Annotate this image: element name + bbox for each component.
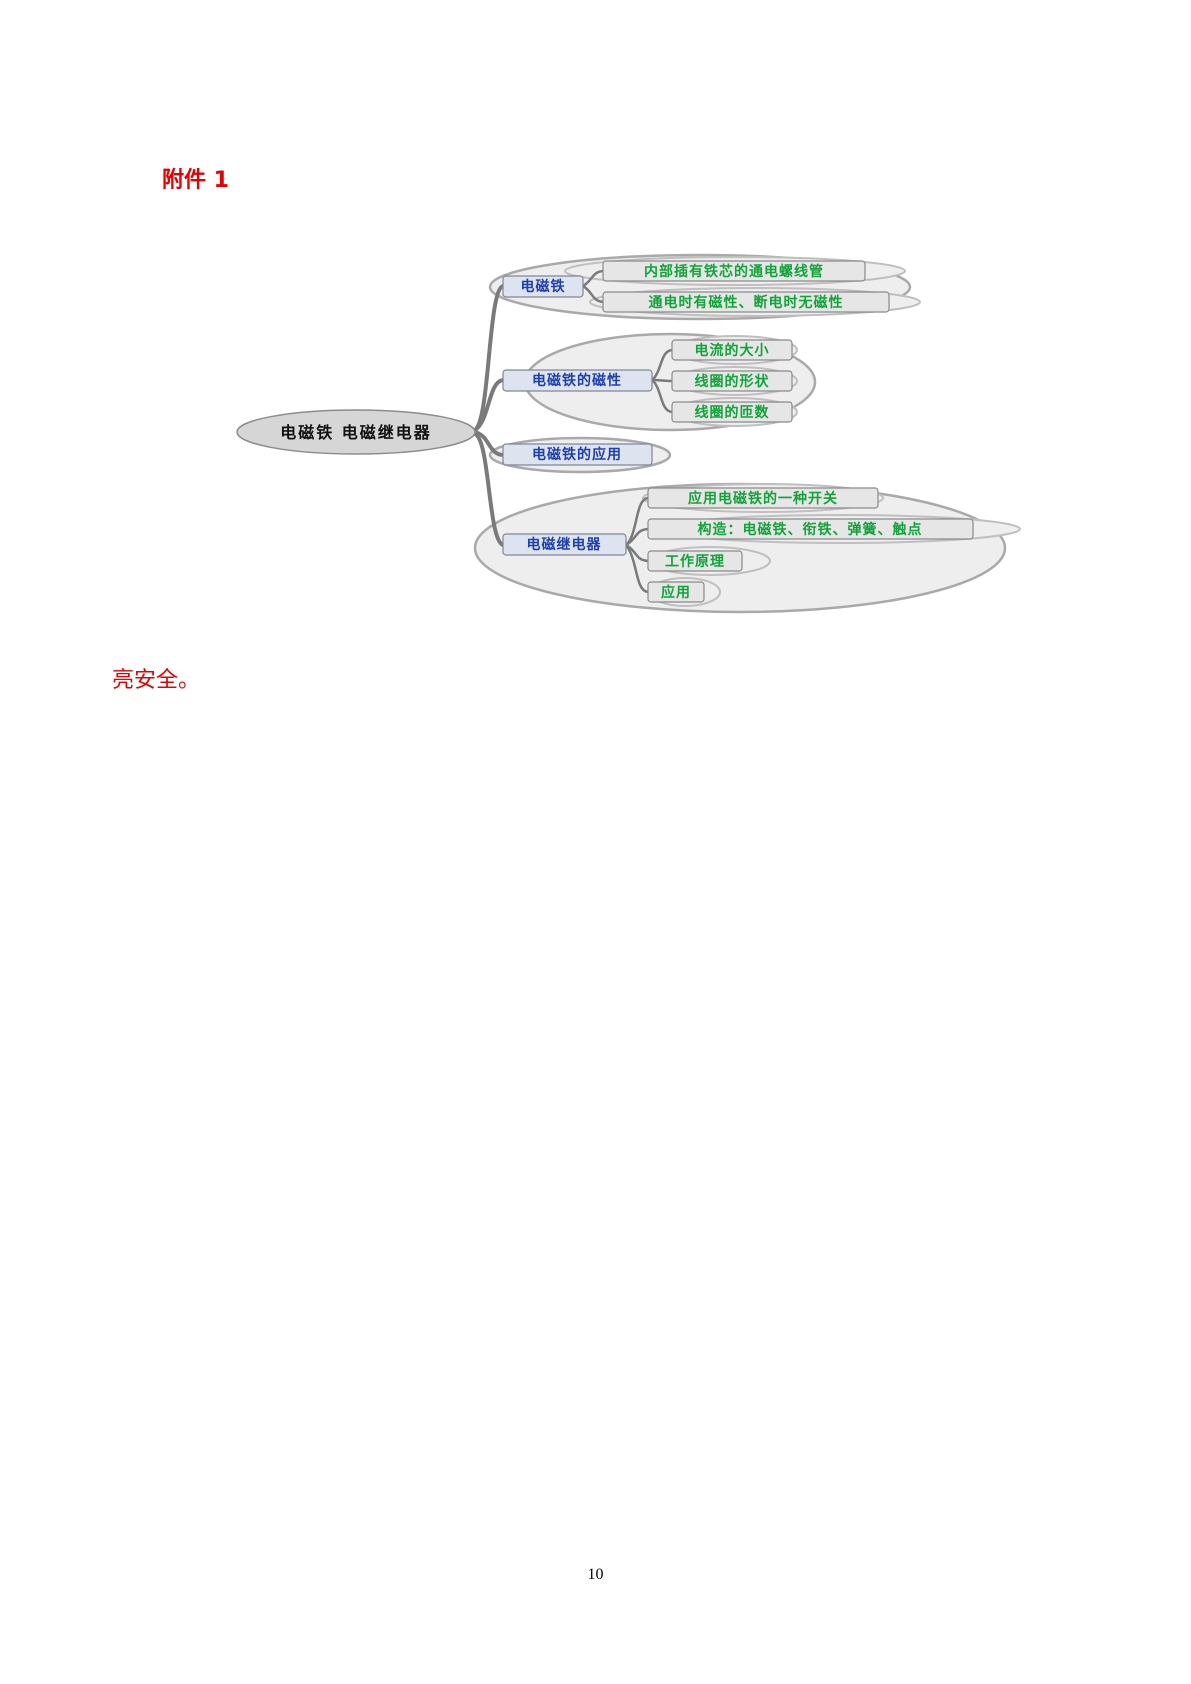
leaf-node: 构造：电磁铁、衔铁、弹簧、触点: [647, 518, 974, 540]
leaf-connectors: [581, 269, 674, 594]
leaf-label: 应用: [661, 584, 691, 601]
leaf-label: 应用电磁铁的一种开关: [688, 490, 838, 507]
leaf-label: 线圈的匝数: [695, 404, 770, 421]
leaf-label: 电流的大小: [695, 342, 770, 359]
branch-label: 电磁铁的应用: [532, 446, 622, 463]
branch-node-relay: 电磁继电器: [502, 533, 627, 556]
body-text-fragment: 亮安全。: [112, 668, 201, 693]
leaf-node: 线圈的匝数: [671, 401, 793, 423]
leaf-label: 通电时有磁性、断电时无磁性: [649, 294, 844, 311]
leaf-node: 内部插有铁芯的通电螺线管: [602, 260, 866, 282]
branch-label: 电磁铁: [521, 278, 566, 295]
branch-node-application: 电磁铁的应用: [502, 443, 653, 466]
root-label: 电磁铁 电磁继电器: [280, 423, 432, 442]
mind-map: 电磁铁 电磁继电器 电磁铁 电磁铁的磁性 电磁铁的应用 电磁继电器 内部插有铁芯…: [236, 253, 1021, 614]
branch-label: 电磁继电器: [527, 536, 602, 553]
leaf-node: 工作原理: [647, 550, 743, 572]
attachment-heading: 附件 1: [162, 168, 229, 193]
branch-node-electromagnet: 电磁铁: [502, 275, 584, 298]
leaf-node: 应用: [647, 581, 705, 603]
leaf-node: 通电时有磁性、断电时无磁性: [602, 291, 890, 313]
leaf-node: 应用电磁铁的一种开关: [647, 487, 879, 509]
leaf-label: 构造：电磁铁、衔铁、弹簧、触点: [698, 521, 923, 538]
leaf-label: 工作原理: [665, 553, 725, 570]
page-number: 10: [587, 1566, 604, 1583]
branch-node-magnetism: 电磁铁的磁性: [502, 369, 653, 392]
root-connectors: [473, 284, 505, 547]
leaf-label: 线圈的形状: [695, 373, 770, 390]
leaf-node: 电流的大小: [671, 339, 793, 361]
branch-label: 电磁铁的磁性: [532, 372, 622, 389]
root-node: 电磁铁 电磁继电器: [236, 409, 476, 455]
leaf-label: 内部插有铁芯的通电螺线管: [644, 263, 824, 280]
leaf-node: 线圈的形状: [671, 370, 793, 392]
